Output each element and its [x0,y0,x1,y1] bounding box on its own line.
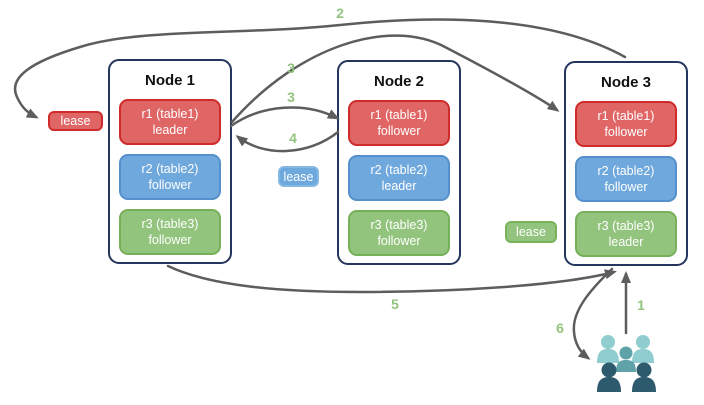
arrow-step5-node1-to-node3 [166,264,617,294]
node-3: Node 3 r1 (table1) follower r2 (table2) … [564,61,688,266]
replica-name: r3 (table3) [370,217,428,232]
replica-role: follower [604,125,648,139]
node-3-replica-r1: r1 (table1) follower [575,101,677,147]
users-group-icon [597,335,656,392]
arrow-step2-node3-to-lease1 [13,18,627,119]
step-label-1: 1 [637,297,645,313]
step-label-2: 2 [336,5,344,21]
replica-name: r1 (table1) [370,107,428,122]
arrow-step4-node2-to-leader [235,130,340,153]
replica-name: r2 (table2) [370,162,428,177]
replica-role: leader [152,123,188,137]
arrow-step3-leader-to-node2 [229,106,340,128]
replica-name: r3 (table3) [597,218,655,233]
lease-badge-r2: lease [278,166,319,187]
node-1: Node 1 r1 (table1) leader r2 (table2) fo… [108,59,232,264]
replica-role: follower [148,233,192,247]
node-2: Node 2 r1 (table1) follower r2 (table2) … [337,60,461,265]
replica-role: follower [148,178,192,192]
lease-badge-r3: lease [505,221,557,243]
step-label-3a: 3 [287,60,295,76]
node-1-replica-r3: r3 (table3) follower [119,209,221,255]
replica-name: r2 (table2) [597,163,655,178]
node-3-replica-r2: r2 (table2) follower [575,156,677,202]
users-front-row [597,362,656,392]
node-2-replica-r2: r2 (table2) leader [348,155,450,201]
step-label-5: 5 [391,296,399,312]
step-label-6: 6 [556,320,564,336]
replica-role: leader [608,235,644,249]
node-1-replica-r1: r1 (table1) leader [119,99,221,145]
step-label-3b: 3 [287,89,295,105]
replica-name: r3 (table3) [141,216,199,231]
users-middle-person [616,346,636,372]
replica-role: follower [604,180,648,194]
step-label-4: 4 [289,130,297,146]
lease-badge-r1: lease [48,111,103,131]
node-2-replica-r3: r3 (table3) follower [348,210,450,256]
node-1-title: Node 1 [144,72,195,89]
replica-role: follower [377,234,421,248]
node-1-replica-r2: r2 (table2) follower [119,154,221,200]
node-2-title: Node 2 [373,73,424,90]
replica-role: leader [381,179,417,193]
replica-name: r1 (table1) [597,108,655,123]
replica-role: follower [377,124,421,138]
node-2-replica-r1: r1 (table1) follower [348,100,450,146]
replica-name: r2 (table2) [141,161,199,176]
node-3-replica-r3: r3 (table3) leader [575,211,677,257]
replica-name: r1 (table1) [141,106,199,121]
node-3-title: Node 3 [600,74,651,91]
